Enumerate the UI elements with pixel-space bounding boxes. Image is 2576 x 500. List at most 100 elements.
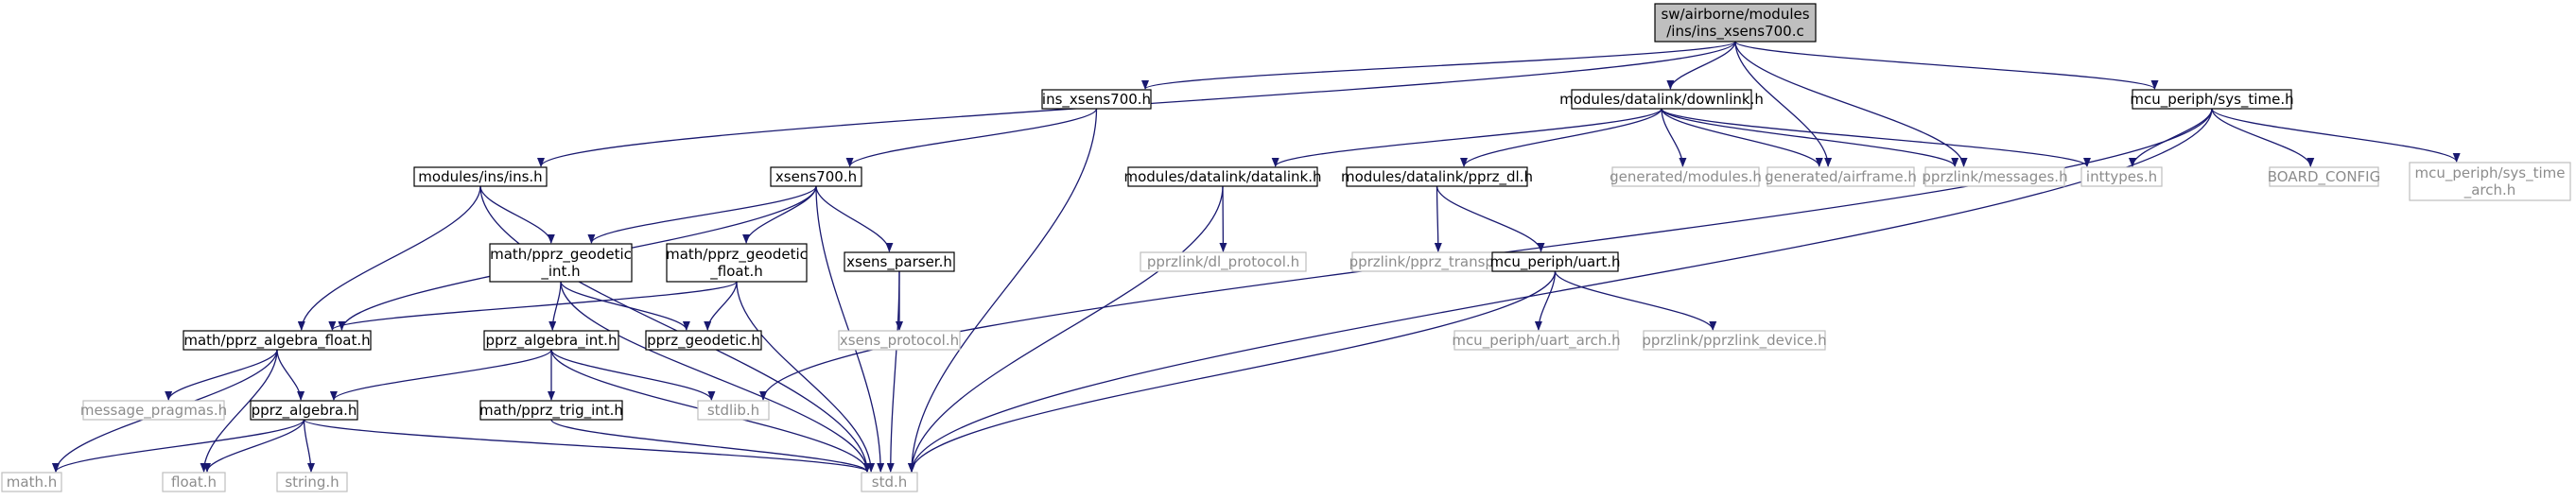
node-pprz_algebra_float_h[interactable]: math/pprz_algebra_float.h bbox=[183, 330, 372, 351]
node-pprz_dl_h[interactable]: modules/datalink/pprz_dl.h bbox=[1341, 166, 1533, 187]
node-box bbox=[844, 251, 955, 272]
node-label: mcu_periph/sys_time bbox=[2415, 164, 2566, 182]
node-root[interactable]: sw/airborne/modules/ins/ins_xsens700.c bbox=[1654, 3, 1817, 43]
node-label: string.h bbox=[285, 474, 339, 491]
node-box bbox=[1571, 89, 1752, 110]
edge-downlink_h-to-pprzlink_messages_h bbox=[1661, 108, 1959, 167]
edge-pprz_geodetic_int_h-to-pprz_algebra_int_h bbox=[548, 281, 562, 331]
edge-sys_time_h-to-std_h bbox=[908, 108, 2213, 473]
node-ins_h[interactable]: modules/ins/ins.h bbox=[413, 166, 548, 187]
node-sys_time_h[interactable]: mcu_periph/sys_time.h bbox=[2130, 89, 2294, 110]
edge-root-to-generated_airframe_h bbox=[1734, 41, 1833, 167]
node-xsens700_h[interactable]: xsens700.h bbox=[770, 166, 862, 187]
node-generated_modules_h: generated/modules.h bbox=[1610, 166, 1762, 187]
node-label: pprzlink/dl_protocol.h bbox=[1147, 253, 1299, 271]
node-ins_xsens700_h[interactable]: ins_xsens700.h bbox=[1041, 89, 1152, 110]
node-xsens_parser_h[interactable]: xsens_parser.h bbox=[844, 251, 955, 272]
node-box bbox=[1654, 3, 1817, 43]
node-sys_time_arch_h: mcu_periph/sys_time_arch.h bbox=[2409, 162, 2571, 201]
node-pprzlink_messages_h: pprzlink/messages.h bbox=[1922, 166, 2068, 187]
node-pprz_geodetic_h[interactable]: pprz_geodetic.h bbox=[645, 330, 762, 351]
edge-pprz_algebra_h-to-float_h bbox=[203, 419, 305, 473]
node-label: mcu_periph/sys_time.h bbox=[2130, 91, 2293, 109]
node-box bbox=[2269, 166, 2379, 187]
node-xsens_protocol_h: xsens_protocol.h bbox=[838, 330, 961, 351]
node-box bbox=[1127, 166, 1318, 187]
node-box bbox=[645, 330, 762, 351]
node-board_config: BOARD_CONFIG bbox=[2268, 166, 2380, 187]
node-box bbox=[250, 400, 358, 421]
node-label: math/pprz_algebra_float.h bbox=[183, 332, 370, 350]
edge-downlink_h-to-generated_modules_h bbox=[1661, 108, 1687, 167]
node-stdlib_h: stdlib.h bbox=[697, 400, 770, 421]
node-box bbox=[1140, 251, 1307, 272]
node-pprz_geodetic_float_h[interactable]: math/pprz_geodetic_float.h bbox=[666, 243, 808, 283]
node-pprz_trig_int_h[interactable]: math/pprz_trig_int.h bbox=[479, 400, 623, 421]
node-box bbox=[838, 330, 961, 351]
node-label: BOARD_CONFIG bbox=[2268, 168, 2380, 186]
edge-pprz_geodetic_int_h-to-std_h bbox=[560, 281, 871, 473]
node-uart_h[interactable]: mcu_periph/uart.h bbox=[1489, 251, 1621, 272]
node-label: modules/ins/ins.h bbox=[418, 168, 542, 185]
edge-sys_time_h-to-sys_time_arch_h bbox=[2211, 108, 2461, 163]
node-label: pprzlink/pprz_transport.h bbox=[1349, 253, 1528, 271]
node-pprz_algebra_int_h[interactable]: pprz_algebra_int.h bbox=[483, 330, 619, 351]
node-label: pprzlink/pprzlink_device.h bbox=[1642, 332, 1826, 350]
node-label: math.h bbox=[7, 474, 57, 491]
edge-pprz_geodetic_float_h-to-pprz_algebra_float_h bbox=[328, 281, 738, 331]
node-pprz_transport_h: pprzlink/pprz_transport.h bbox=[1349, 251, 1528, 272]
file-nodes: sw/airborne/modules/ins/ins_xsens700.cin… bbox=[1, 3, 2571, 492]
node-inttypes_h: inttypes.h bbox=[2080, 166, 2163, 187]
node-box bbox=[82, 400, 225, 421]
node-box bbox=[1611, 166, 1760, 187]
edge-downlink_h-to-datalink_h bbox=[1271, 108, 1662, 167]
edge-xsens700_h-to-xsens_parser_h bbox=[815, 185, 894, 252]
edge-pprz_geodetic_int_h-to-pprz_geodetic_h bbox=[560, 281, 690, 331]
edge-root-to-ins_xsens700_h bbox=[1141, 41, 1736, 90]
node-uart_arch_h: mcu_periph/uart_arch.h bbox=[1452, 330, 1621, 351]
edge-ins_h-to-pprz_algebra_float_h bbox=[297, 185, 481, 331]
node-pprz_geodetic_int_h[interactable]: math/pprz_geodetic_int.h bbox=[489, 243, 633, 283]
node-label: std.h bbox=[872, 474, 908, 491]
node-label: xsens_protocol.h bbox=[840, 332, 959, 350]
node-box bbox=[2080, 166, 2163, 187]
node-box bbox=[1924, 166, 2065, 187]
node-box bbox=[1041, 89, 1152, 110]
node-datalink_h[interactable]: modules/datalink/datalink.h bbox=[1123, 166, 1322, 187]
edge-uart_h-to-uart_arch_h bbox=[1534, 270, 1557, 331]
edge-uart_h-to-std_h bbox=[908, 270, 1557, 473]
node-label: math/pprz_trig_int.h bbox=[479, 402, 623, 420]
node-label: _arch.h bbox=[2463, 181, 2516, 199]
node-label: xsens_parser.h bbox=[846, 253, 952, 271]
node-label: ins_xsens700.h bbox=[1042, 91, 1151, 109]
node-label: sw/airborne/modules bbox=[1661, 6, 1809, 23]
node-box bbox=[1, 472, 62, 492]
node-label: _int.h bbox=[540, 263, 580, 281]
node-std_h: std.h bbox=[861, 472, 918, 492]
node-pprz_algebra_h[interactable]: pprz_algebra.h bbox=[250, 400, 358, 421]
node-box bbox=[162, 472, 226, 492]
node-label: math/pprz_geodetic bbox=[666, 246, 808, 264]
edge-pprz_algebra_h-to-math_h bbox=[52, 419, 305, 473]
node-label: float.h bbox=[171, 474, 217, 491]
edge-pprz_geodetic_float_h-to-pprz_geodetic_h bbox=[704, 281, 738, 331]
node-label: pprz_geodetic.h bbox=[647, 332, 760, 350]
node-box bbox=[413, 166, 548, 187]
edge-sys_time_h-to-inttypes_h bbox=[2128, 108, 2213, 167]
node-float_h: float.h bbox=[162, 472, 226, 492]
node-message_pragmas_h: message_pragmas.h bbox=[80, 400, 227, 421]
edge-xsens_parser_h-to-std_h bbox=[886, 270, 900, 473]
node-label: stdlib.h bbox=[707, 402, 759, 419]
node-label: generated/airframe.h bbox=[1765, 168, 1917, 185]
edge-uart_h-to-pprzlink_device_h bbox=[1554, 270, 1717, 331]
node-box bbox=[697, 400, 770, 421]
node-dl_protocol_h: pprzlink/dl_protocol.h bbox=[1140, 251, 1307, 272]
edge-xsens700_h-to-pprz_geodetic_int_h bbox=[587, 185, 817, 244]
node-downlink_h[interactable]: modules/datalink/downlink.h bbox=[1559, 89, 1764, 110]
node-label: modules/datalink/datalink.h bbox=[1123, 168, 1321, 185]
node-label: modules/datalink/downlink.h bbox=[1559, 91, 1764, 108]
node-pprzlink_device_h: pprzlink/pprzlink_device.h bbox=[1642, 330, 1827, 351]
node-label: math/pprz_geodetic bbox=[490, 246, 632, 264]
node-box bbox=[770, 166, 862, 187]
